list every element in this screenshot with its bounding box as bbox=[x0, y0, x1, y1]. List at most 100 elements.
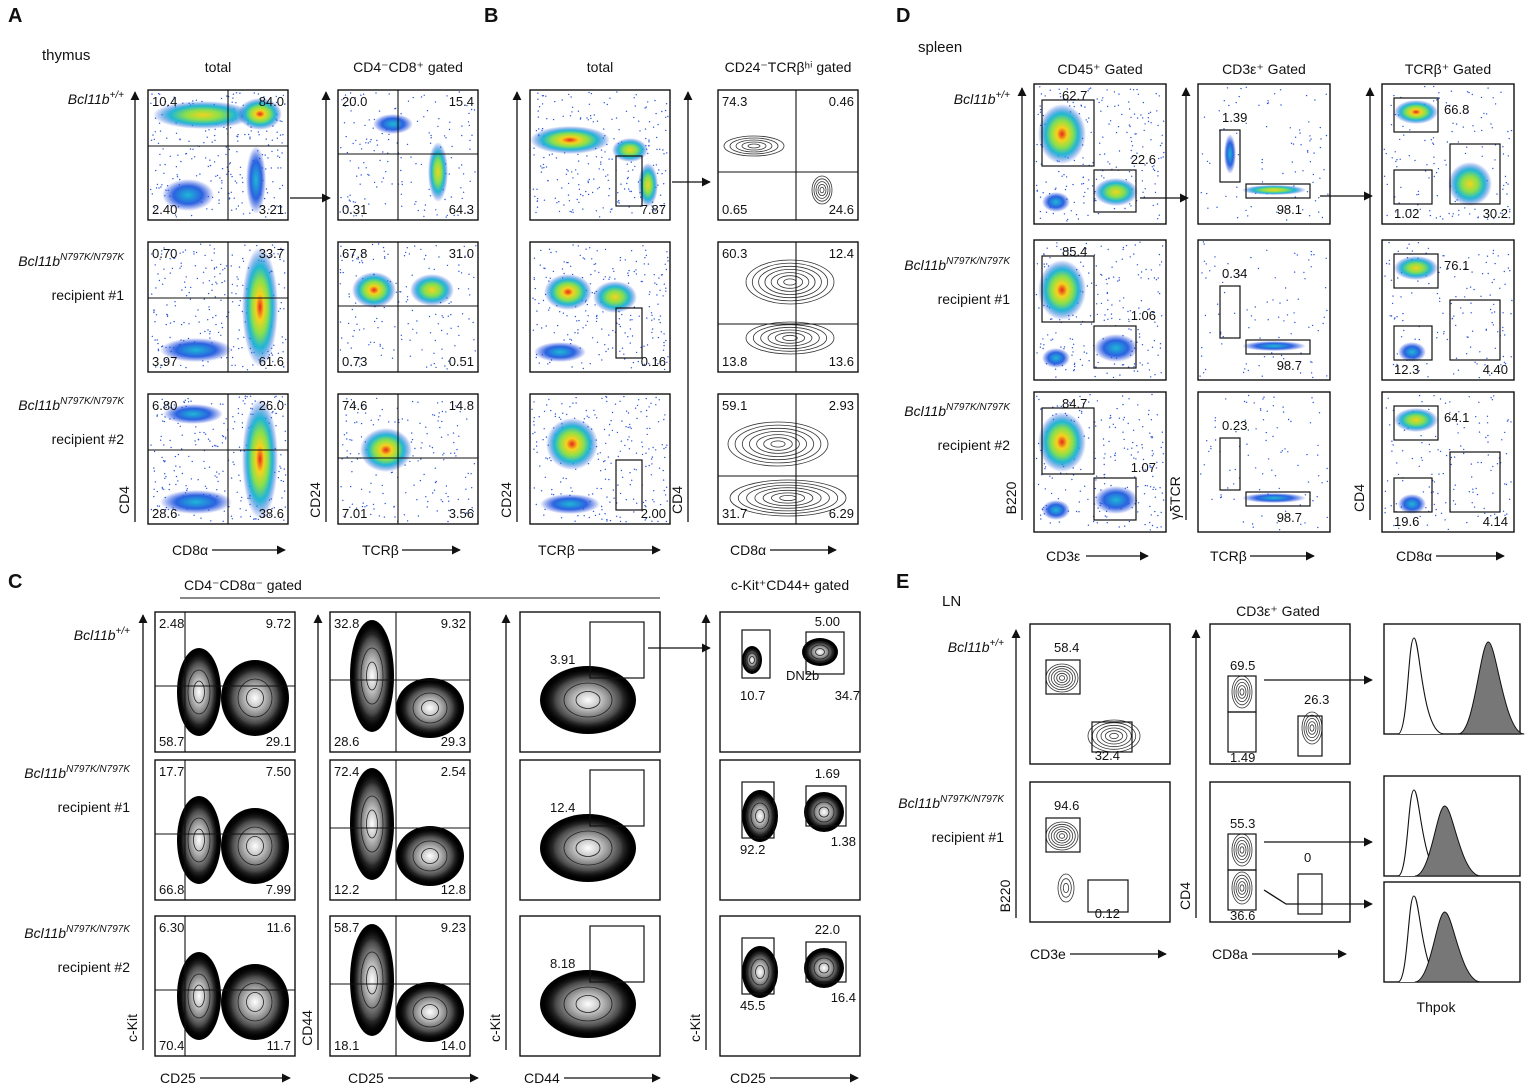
event-dot bbox=[1501, 212, 1504, 215]
event-dot bbox=[343, 122, 346, 124]
event-dot bbox=[1468, 396, 1470, 398]
event-dot bbox=[242, 191, 244, 193]
event-dot bbox=[612, 268, 614, 270]
event-dot bbox=[1083, 202, 1085, 204]
event-dot bbox=[215, 323, 217, 326]
event-dot bbox=[181, 472, 184, 475]
event-dot bbox=[264, 154, 266, 156]
event-dot bbox=[1480, 96, 1483, 99]
event-dot bbox=[587, 315, 589, 317]
event-dot bbox=[282, 415, 284, 417]
event-dot bbox=[164, 277, 166, 280]
event-dot bbox=[635, 452, 638, 454]
event-dot bbox=[583, 418, 586, 420]
event-dot bbox=[420, 458, 422, 460]
e-col2-xlabel: CD8a bbox=[1212, 946, 1248, 962]
event-dot bbox=[1202, 372, 1205, 374]
event-dot bbox=[1055, 332, 1057, 334]
event-dot bbox=[1248, 327, 1250, 329]
event-dot bbox=[1088, 272, 1090, 274]
event-dot bbox=[1066, 88, 1069, 90]
event-dot bbox=[608, 434, 610, 436]
event-dot bbox=[536, 206, 539, 208]
event-dot bbox=[541, 167, 543, 169]
contour-ring bbox=[1235, 682, 1249, 703]
event-dot bbox=[373, 341, 375, 344]
event-dot bbox=[340, 486, 342, 488]
event-dot bbox=[1097, 293, 1099, 296]
event-dot bbox=[663, 418, 665, 421]
density-fill bbox=[352, 770, 392, 878]
quadrant-pct-ll: 28.6 bbox=[334, 734, 359, 749]
density-ring bbox=[575, 995, 601, 1013]
gate-pct: 0.23 bbox=[1222, 418, 1247, 433]
event-dot bbox=[1138, 336, 1141, 338]
event-dot bbox=[570, 339, 573, 341]
event-dot bbox=[1063, 213, 1066, 215]
contour-ring bbox=[729, 137, 779, 155]
event-dot bbox=[376, 186, 378, 188]
event-dot bbox=[189, 298, 192, 300]
event-dot bbox=[579, 254, 581, 257]
event-dot bbox=[394, 326, 396, 328]
event-dot bbox=[352, 335, 354, 337]
event-dot bbox=[231, 292, 233, 294]
genotype-name: Bcl11b bbox=[68, 91, 110, 107]
event-dot bbox=[556, 324, 559, 327]
event-dot bbox=[632, 361, 635, 364]
event-dot bbox=[436, 402, 439, 404]
quadrant-pct-ul: 67.8 bbox=[342, 246, 367, 261]
event-dot bbox=[579, 193, 582, 196]
event-dot bbox=[1143, 129, 1145, 132]
event-dot bbox=[1454, 484, 1457, 486]
event-dot bbox=[253, 92, 255, 94]
gate-pct: 30.2 bbox=[1483, 206, 1508, 221]
event-dot bbox=[662, 149, 664, 151]
event-dot bbox=[598, 186, 600, 189]
event-dot bbox=[1247, 369, 1250, 372]
event-dot bbox=[1502, 146, 1504, 148]
event-dot bbox=[1036, 184, 1038, 187]
thpok-histogram bbox=[1383, 881, 1521, 983]
event-dot bbox=[228, 198, 231, 200]
event-dot bbox=[1081, 364, 1084, 366]
density-fill bbox=[542, 668, 634, 732]
contour-ring bbox=[1056, 830, 1068, 842]
event-dot bbox=[601, 359, 603, 361]
quadrant-pct-ll: 12.2 bbox=[334, 882, 359, 897]
event-dot bbox=[1040, 343, 1042, 345]
event-dot bbox=[1060, 405, 1063, 407]
event-dot bbox=[203, 431, 205, 434]
event-dot bbox=[543, 156, 545, 159]
event-dot bbox=[156, 415, 158, 417]
event-dot bbox=[1400, 336, 1403, 338]
event-dot bbox=[535, 211, 537, 214]
event-dot bbox=[358, 453, 360, 455]
event-dot bbox=[163, 444, 165, 446]
event-dot bbox=[160, 439, 162, 441]
density-blob bbox=[242, 247, 278, 367]
event-dot bbox=[366, 505, 368, 507]
contour-ring bbox=[1058, 675, 1066, 681]
event-dot bbox=[376, 139, 378, 142]
quadrant-pct-ll: 0.73 bbox=[342, 354, 367, 369]
event-dot bbox=[213, 161, 216, 163]
event-dot bbox=[1478, 401, 1480, 403]
event-dot bbox=[1464, 268, 1466, 270]
event-dot bbox=[1392, 444, 1394, 446]
event-dot bbox=[635, 269, 637, 271]
event-dot bbox=[642, 245, 644, 247]
event-dot bbox=[1136, 88, 1138, 91]
event-dot bbox=[1294, 171, 1297, 173]
event-dot bbox=[658, 399, 660, 401]
event-dot bbox=[561, 187, 563, 189]
event-dot bbox=[587, 119, 589, 121]
event-dot bbox=[377, 419, 380, 421]
event-dot bbox=[1223, 291, 1226, 294]
gating-arrow bbox=[1263, 889, 1373, 909]
event-dot bbox=[1409, 208, 1412, 211]
density-ring bbox=[187, 669, 211, 715]
event-dot bbox=[379, 159, 381, 162]
event-dot bbox=[1068, 318, 1070, 320]
